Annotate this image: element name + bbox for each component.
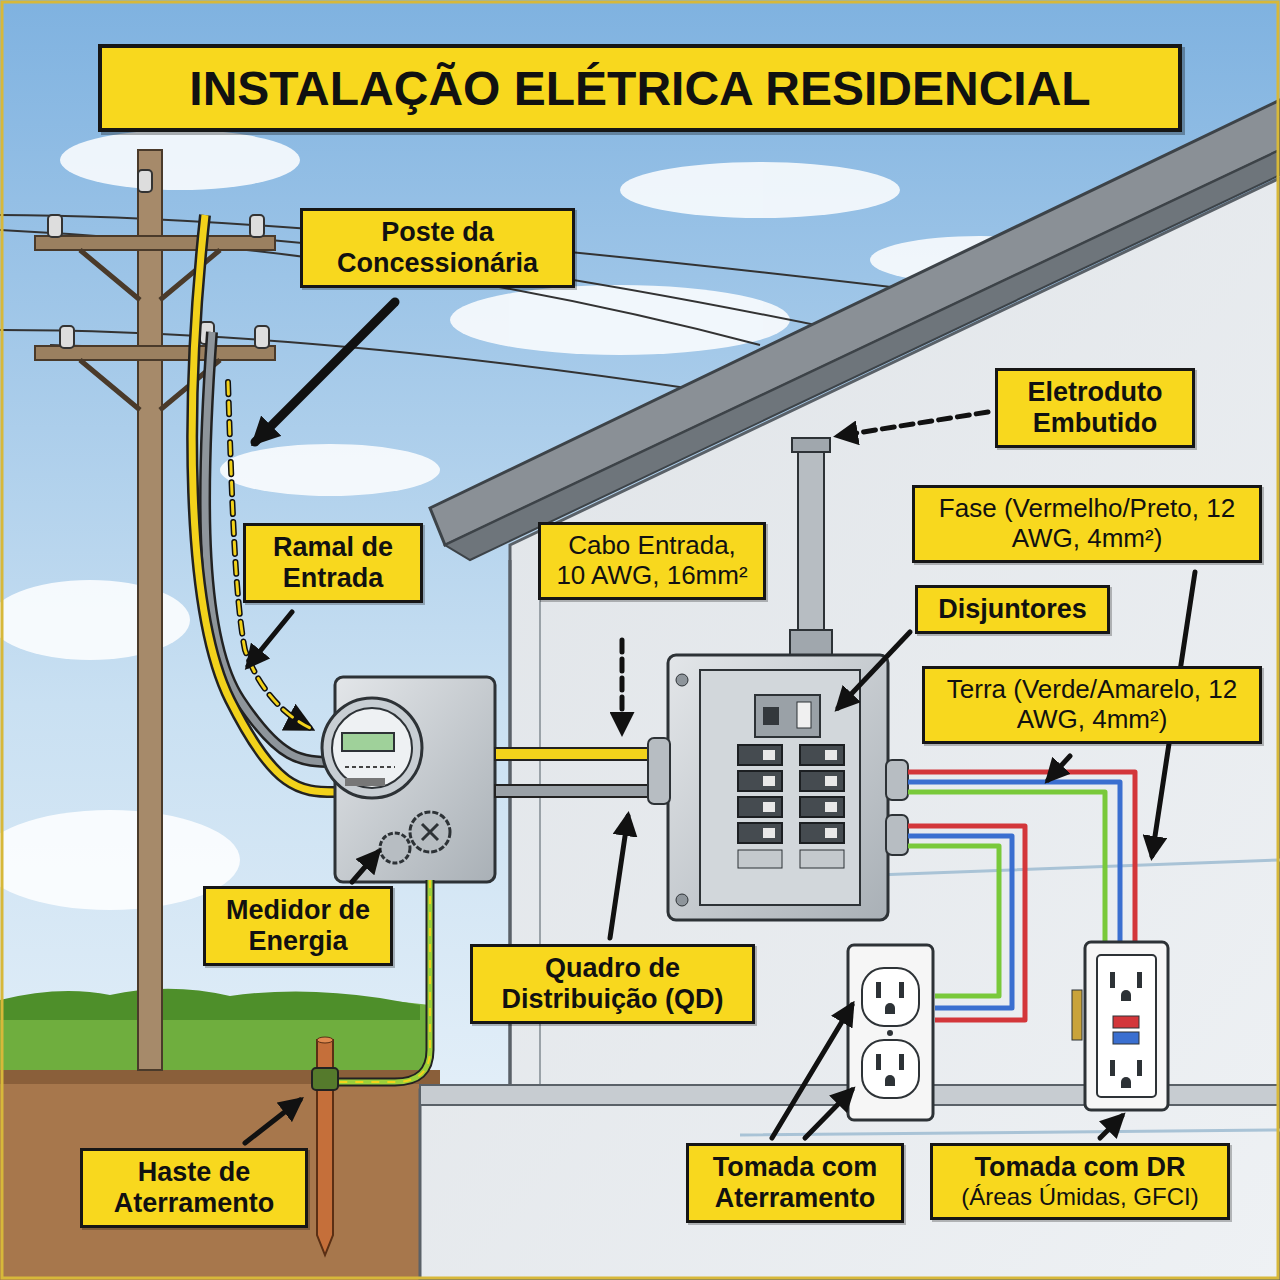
callout-box: Tomada com DR(Áreas Úmidas, GFCI)	[930, 1143, 1230, 1220]
callout-label: Poste da Concessionária	[313, 217, 562, 279]
callout-label: Terra (Verde/Amarelo, 12 AWG, 4mm²)	[935, 675, 1249, 735]
callout-box: Cabo Entrada, 10 AWG, 16mm²	[538, 522, 766, 600]
callout-box: Fase (Vermelho/Preto, 12 AWG, 4mm²)	[912, 485, 1262, 563]
callout-box: Terra (Verde/Amarelo, 12 AWG, 4mm²)	[922, 666, 1262, 744]
callout-label: Quadro de Distribuição (QD)	[483, 953, 742, 1015]
callout-note: (Áreas Úmidas, GFCI)	[943, 1183, 1217, 1211]
callout-box: Quadro de Distribuição (QD)	[470, 944, 755, 1024]
callout-box: Poste da Concessionária	[300, 208, 575, 288]
callout-box: Eletroduto Embutido	[995, 368, 1195, 448]
callout-label: Disjuntores	[928, 594, 1097, 625]
callout-box: Medidor de Energia	[203, 886, 393, 966]
title-banner: INSTALAÇÃO ELÉTRICA RESIDENCIAL	[98, 44, 1182, 132]
callout-label: Tomada com DR	[943, 1152, 1217, 1183]
callout-box: Tomada com Aterramento	[686, 1143, 904, 1223]
callout-label: Medidor de Energia	[216, 895, 380, 957]
callout-label: Cabo Entrada, 10 AWG, 16mm²	[551, 531, 753, 591]
callout-box: Ramal de Entrada	[243, 523, 423, 603]
callout-box: Haste de Aterramento	[80, 1148, 308, 1228]
callout-label: Haste de Aterramento	[93, 1157, 295, 1219]
callout-label: Fase (Vermelho/Preto, 12 AWG, 4mm²)	[925, 494, 1249, 554]
callout-box: Disjuntores	[915, 585, 1110, 634]
callout-label: Eletroduto Embutido	[1008, 377, 1182, 439]
callout-label: Tomada com Aterramento	[699, 1152, 891, 1214]
callout-label: Ramal de Entrada	[256, 532, 410, 594]
